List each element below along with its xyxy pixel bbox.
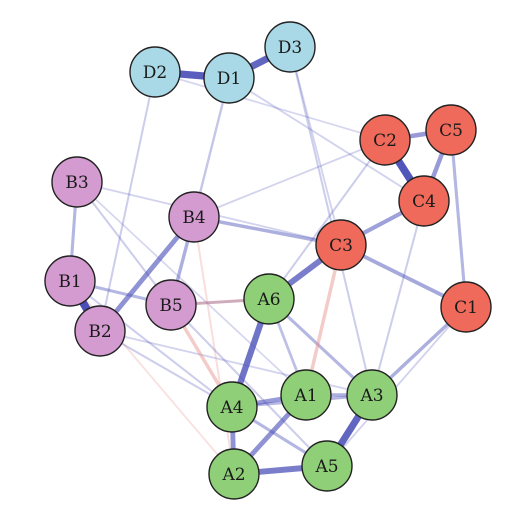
node-label: D1 xyxy=(217,69,241,89)
node-label: A5 xyxy=(314,457,338,477)
node-circle xyxy=(145,279,197,331)
node-circle xyxy=(168,191,220,243)
node-a6[interactable]: A6 xyxy=(243,273,295,325)
edge-c2-b4 xyxy=(193,139,386,218)
node-circle xyxy=(425,104,477,156)
node-circle xyxy=(208,448,260,500)
node-circle xyxy=(264,21,316,73)
edge-b4-a2 xyxy=(192,215,236,476)
node-c3[interactable]: C3 xyxy=(315,219,367,271)
node-label: B1 xyxy=(58,272,81,292)
node-a1[interactable]: A1 xyxy=(280,369,332,421)
node-d3[interactable]: D3 xyxy=(264,21,316,73)
node-label: C3 xyxy=(329,236,353,256)
edge-d2-c2 xyxy=(154,71,386,141)
node-b4[interactable]: B4 xyxy=(168,191,220,243)
edge-b5-a5 xyxy=(169,303,329,468)
node-label: C2 xyxy=(373,131,397,151)
node-circle xyxy=(301,440,353,492)
edge-d3-a3 xyxy=(288,45,374,397)
node-d1[interactable]: D1 xyxy=(203,52,255,104)
edge-b1-a4 xyxy=(68,279,234,409)
node-circle xyxy=(74,305,126,357)
node-label: B4 xyxy=(182,208,205,228)
node-circle xyxy=(346,369,398,421)
edges-layer xyxy=(66,43,468,477)
node-label: B5 xyxy=(159,296,182,316)
node-circle xyxy=(44,255,96,307)
edge-b3-a1 xyxy=(76,181,307,396)
node-label: A2 xyxy=(221,465,245,485)
edge-d3-c3 xyxy=(289,46,342,246)
node-label: A1 xyxy=(293,386,317,406)
node-d2[interactable]: D2 xyxy=(129,46,181,98)
node-circle xyxy=(359,114,411,166)
node-c1[interactable]: C1 xyxy=(440,281,492,333)
node-label: C4 xyxy=(412,192,436,212)
node-b5[interactable]: B5 xyxy=(145,279,197,331)
node-circle xyxy=(315,219,367,271)
node-label: D2 xyxy=(143,63,167,83)
node-a3[interactable]: A3 xyxy=(346,369,398,421)
node-circle xyxy=(203,52,255,104)
node-circle xyxy=(129,46,181,98)
node-b1[interactable]: B1 xyxy=(44,255,96,307)
node-a2[interactable]: A2 xyxy=(208,448,260,500)
node-label: B2 xyxy=(88,322,111,342)
node-circle xyxy=(51,156,103,208)
node-b3[interactable]: B3 xyxy=(51,156,103,208)
node-label: A3 xyxy=(359,386,383,406)
node-label: A4 xyxy=(219,398,243,418)
node-a4[interactable]: A4 xyxy=(206,381,258,433)
node-c4[interactable]: C4 xyxy=(398,175,450,227)
node-b2[interactable]: B2 xyxy=(74,305,126,357)
edge-d1-c4 xyxy=(228,77,425,202)
node-label: C1 xyxy=(454,298,478,318)
edge-d2-b2 xyxy=(98,70,157,333)
node-circle xyxy=(280,369,332,421)
edge-c5-c1 xyxy=(449,128,468,309)
node-circle xyxy=(440,281,492,333)
node-c5[interactable]: C5 xyxy=(425,104,477,156)
edge-c2-a6 xyxy=(267,138,387,301)
node-label: C5 xyxy=(439,121,463,141)
node-circle xyxy=(398,175,450,227)
edge-b3-b5 xyxy=(75,180,173,307)
edge-c4-a3 xyxy=(370,199,426,397)
edge-c1-a5 xyxy=(326,306,467,467)
node-label: B3 xyxy=(65,173,88,193)
node-label: A6 xyxy=(256,290,280,310)
node-c2[interactable]: C2 xyxy=(359,114,411,166)
node-label: D3 xyxy=(278,38,302,58)
node-circle xyxy=(243,273,295,325)
node-a5[interactable]: A5 xyxy=(301,440,353,492)
node-circle xyxy=(206,381,258,433)
